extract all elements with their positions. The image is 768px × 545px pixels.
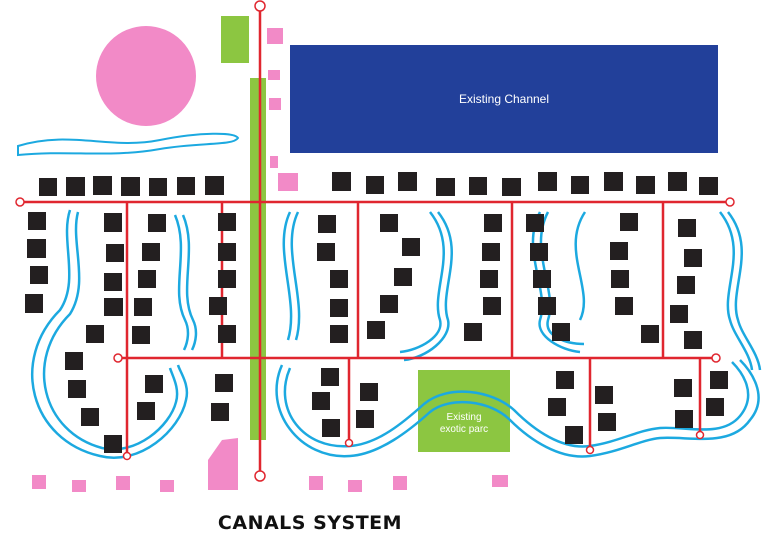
existing-parc-label-line1: Existing [446,412,482,423]
canal-top-wave [17,132,240,157]
diagram-title: CANALS SYSTEM [217,512,403,534]
green-corridor [250,78,266,440]
road-nodes [15,0,735,482]
canal-network [31,209,762,459]
road-network [20,6,730,476]
pink-circle-area [96,26,196,126]
existing-channel-label: Existing Channel [458,92,550,106]
buildings [25,172,728,453]
existing-parc-label: Existing exotic parc [418,412,510,436]
existing-parc-label-line2: exotic parc [439,424,489,435]
existing-channel [290,45,718,153]
green-area-top [221,16,249,63]
pink-plots [32,28,508,492]
